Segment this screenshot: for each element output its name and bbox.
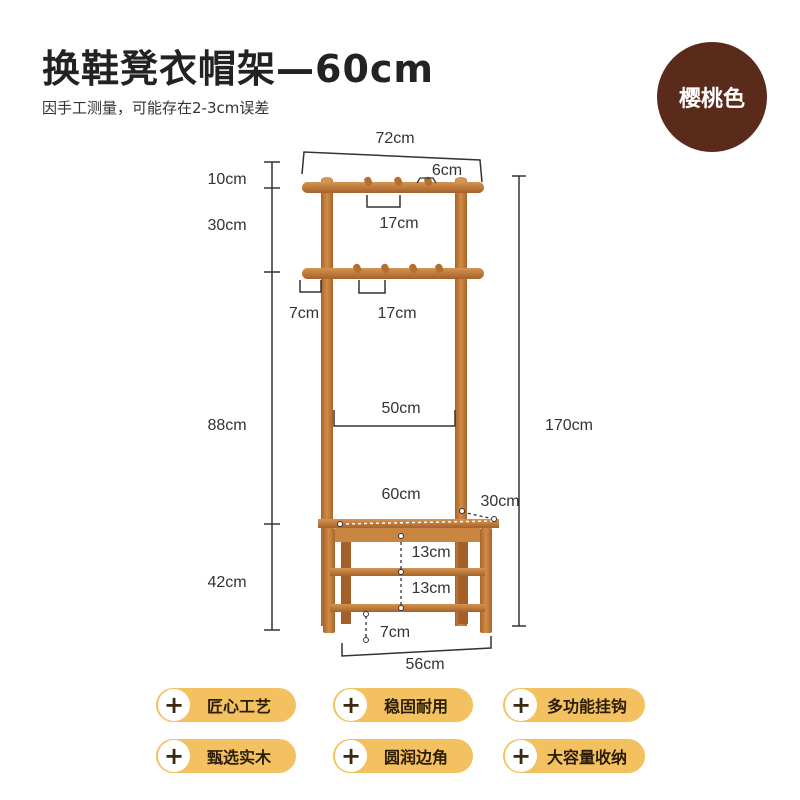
middle-hooks xyxy=(353,263,444,273)
dim-upper-height: 88cm xyxy=(207,417,246,434)
measurement-note: 因手工测量，可能存在2-3cm误差 xyxy=(42,99,270,117)
dim-hook-spacing: 6cm xyxy=(432,162,462,179)
left-post-cap xyxy=(321,177,333,183)
dim-top-hook-gap: 17cm xyxy=(379,215,418,232)
shoe-shelf-upper xyxy=(330,568,485,576)
plus-icon: + xyxy=(335,740,367,772)
dimension-lines xyxy=(264,151,526,657)
plus-icon: + xyxy=(505,689,537,721)
feature-label: 多功能挂钩 xyxy=(546,697,627,716)
guide-dots xyxy=(337,508,497,643)
color-badge: 樱桃色 xyxy=(657,42,767,152)
feature-label: 圆润边角 xyxy=(383,748,448,767)
bench-leg-front-left xyxy=(323,528,335,633)
plus-icon: + xyxy=(505,740,537,772)
dim-frame-inner-width: 50cm xyxy=(381,400,420,417)
dim-bottom-clearance: 7cm xyxy=(380,624,410,641)
feature-pill: + 稳固耐用 xyxy=(333,688,473,722)
left-post xyxy=(321,180,333,626)
dotted-guides xyxy=(339,520,496,525)
dim-bench-height: 42cm xyxy=(207,574,246,591)
feature-label: 大容量收纳 xyxy=(546,748,627,767)
feature-pill: + 匠心工艺 xyxy=(156,688,296,722)
page-title: 换鞋凳衣帽架—60cm xyxy=(42,47,435,91)
dim-base-width: 56cm xyxy=(405,656,444,673)
right-post xyxy=(455,180,467,626)
dim-shelf-gap-2: 13cm xyxy=(411,580,450,597)
feature-pill: + 甄选实木 xyxy=(156,739,296,773)
bench-top-edge xyxy=(318,519,499,528)
bench-leg-front-right xyxy=(480,528,492,633)
shoe-shelf-lower xyxy=(330,604,485,612)
feature-pill: + 大容量收纳 xyxy=(503,739,645,773)
dim-total-height: 170cm xyxy=(545,417,593,434)
dim-side-hook-offset: 7cm xyxy=(289,305,319,322)
feature-label: 稳固耐用 xyxy=(383,697,448,716)
feature-label: 匠心工艺 xyxy=(206,697,271,716)
dim-bench-width: 60cm xyxy=(381,486,420,503)
top-rail xyxy=(302,182,484,193)
plus-icon: + xyxy=(158,740,190,772)
dim-mid-section: 30cm xyxy=(207,217,246,234)
dim-bench-depth: 30cm xyxy=(480,493,519,510)
top-hooks xyxy=(364,176,433,186)
dim-shelf-gap-1: 13cm xyxy=(411,544,450,561)
dim-top-width: 72cm xyxy=(375,130,414,147)
dim-top-rail-height: 10cm xyxy=(207,171,246,188)
feature-pill: + 多功能挂钩 xyxy=(503,688,645,722)
bench-apron xyxy=(335,528,480,542)
plus-icon: + xyxy=(158,689,190,721)
middle-rail xyxy=(302,268,484,279)
dim-mid-hook-gap: 17cm xyxy=(377,305,416,322)
coat-rack xyxy=(302,176,499,633)
color-badge-label: 樱桃色 xyxy=(678,87,745,112)
feature-pill: + 圆润边角 xyxy=(333,739,473,773)
feature-label: 甄选实木 xyxy=(206,748,271,767)
plus-icon: + xyxy=(335,689,367,721)
dimension-labels: 72cm 6cm 10cm 17cm 30cm 7cm 17cm 50cm 88… xyxy=(207,130,593,673)
right-post-cap xyxy=(455,177,467,183)
